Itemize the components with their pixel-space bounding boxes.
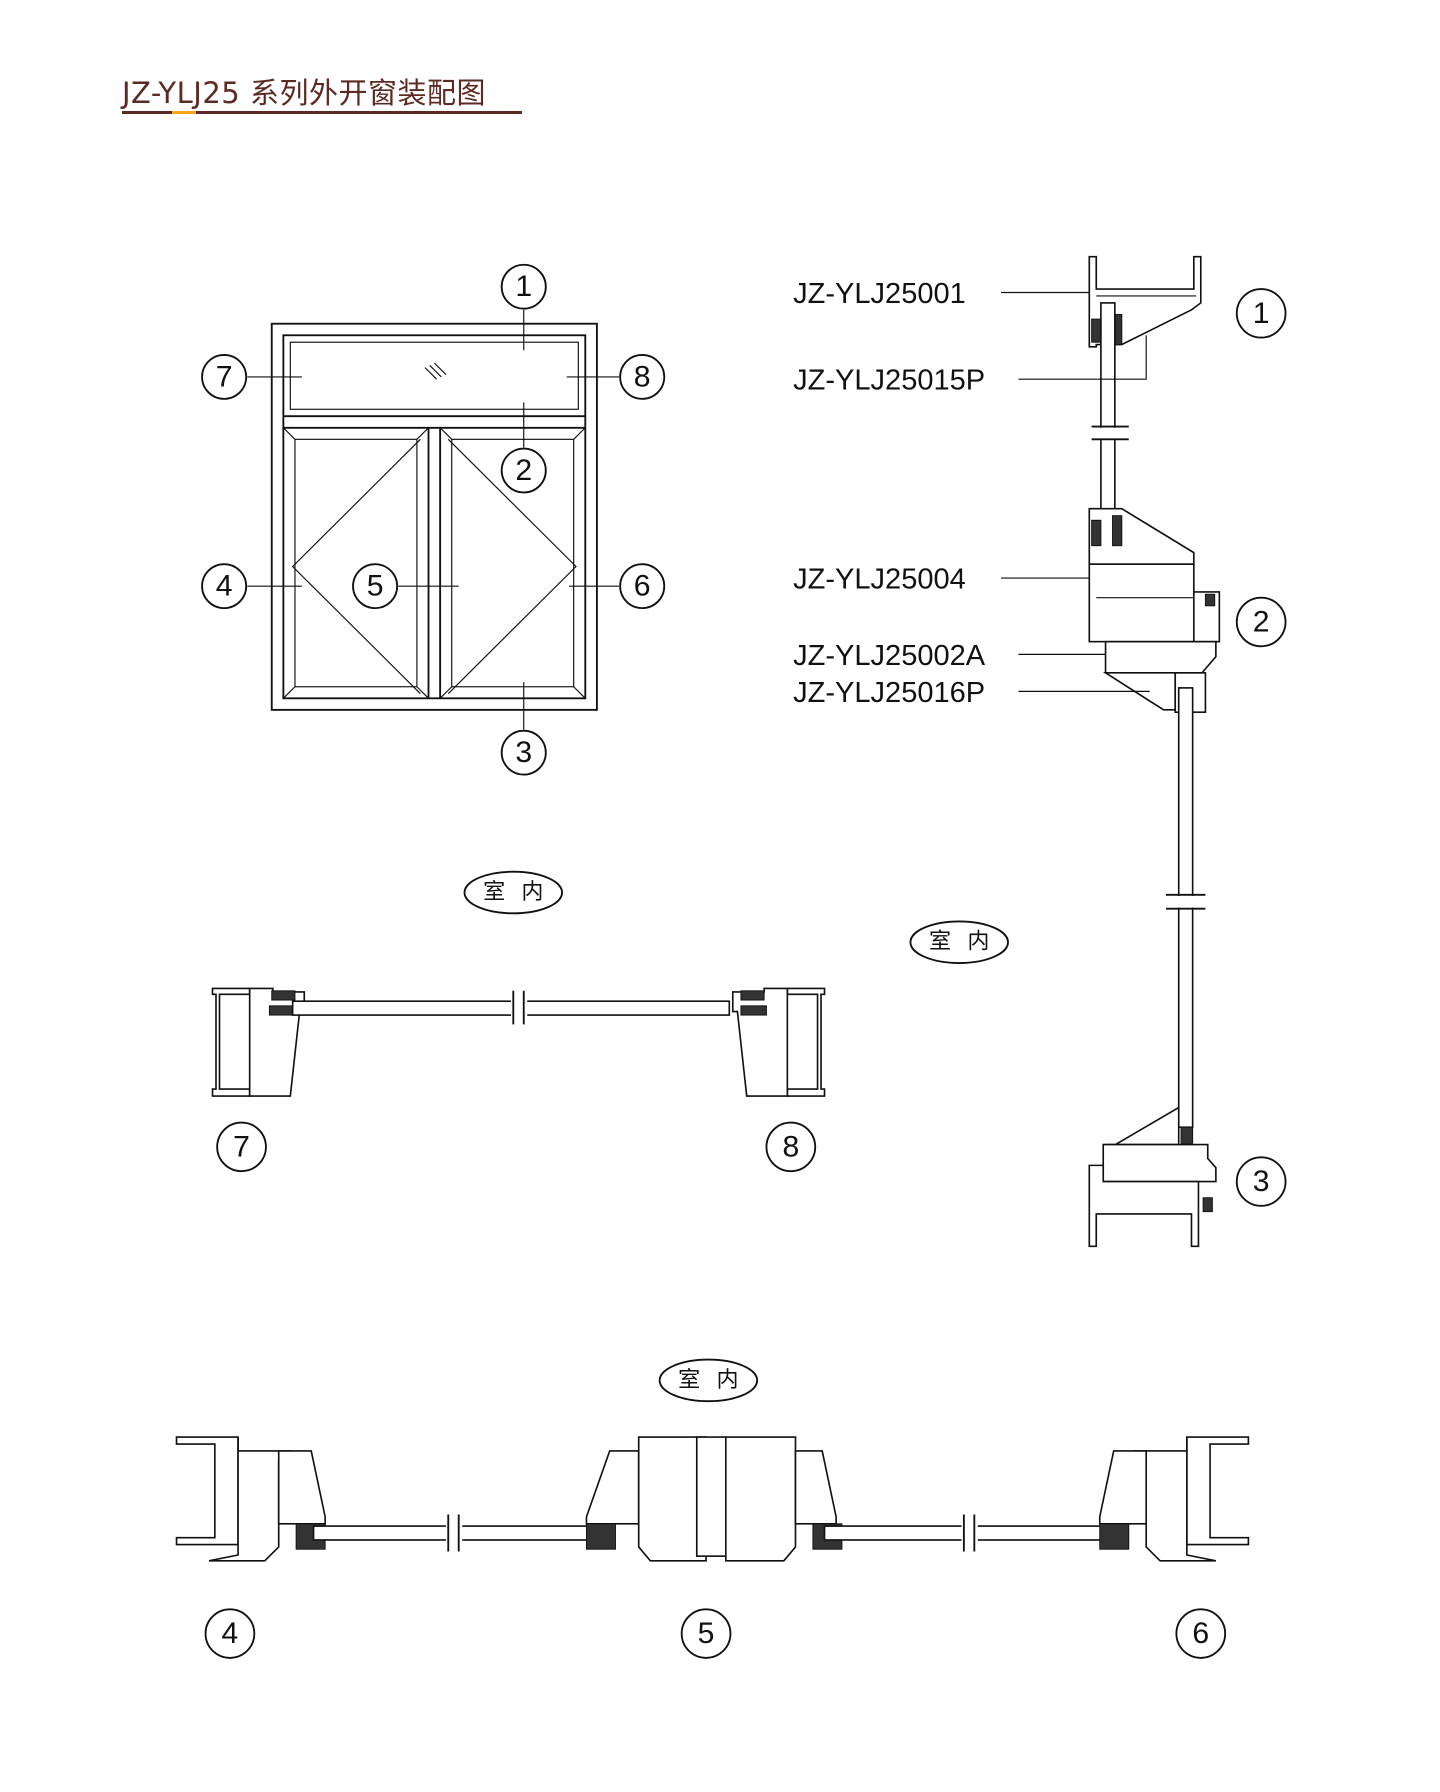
center-left-bead: [585, 1450, 640, 1525]
svg-text:4: 4: [216, 570, 233, 603]
bottom-sash-profile: [1102, 1143, 1217, 1183]
callout-5: 5: [680, 1608, 732, 1659]
svg-text:3: 3: [1253, 1165, 1270, 1198]
callout-4: 4: [204, 1608, 256, 1659]
left-frame-profile: [175, 1436, 239, 1546]
outer-frame: [270, 322, 598, 711]
svg-text:6: 6: [1192, 1617, 1209, 1650]
svg-text:3: 3: [515, 736, 532, 769]
left-frame-profile: [211, 987, 251, 1097]
svg-text:室 内: 室 内: [483, 880, 548, 905]
callout-7: 7: [201, 354, 248, 400]
title-underline: [122, 111, 522, 114]
inner-frame: [282, 334, 587, 700]
svg-text:室 内: 室 内: [678, 1368, 743, 1393]
svg-text:7: 7: [233, 1130, 250, 1163]
part-code-sash: JZ-YLJ25002A: [793, 640, 986, 672]
right-sash-opening-line: [447, 438, 577, 695]
sash-section: 4 5 6 室 内: [175, 1358, 1250, 1659]
page-title: JZ-YLJ25 系列外开窗装配图: [122, 76, 486, 110]
part-code-sash-bead: JZ-YLJ25016P: [793, 677, 985, 709]
right-frame-profile: [1186, 1436, 1250, 1546]
callout-2: 2: [500, 447, 547, 494]
center-left-sash: [637, 1436, 707, 1562]
right-frame-profile: [786, 987, 826, 1097]
callout-1: 1: [500, 263, 547, 310]
left-bead: [277, 1450, 326, 1525]
callout-1: 1: [1235, 288, 1287, 339]
center-right-bead: [794, 1450, 837, 1525]
svg-text:4: 4: [222, 1617, 239, 1650]
svg-text:5: 5: [367, 570, 384, 603]
part-code-bead: JZ-YLJ25015P: [793, 365, 985, 397]
callout-4: 4: [201, 563, 248, 610]
vertical-section: JZ-YLJ25001 JZ-YLJ25015P JZ-YLJ25004 JZ-…: [793, 255, 1287, 1248]
mullion-profile: [695, 1436, 727, 1557]
svg-text:5: 5: [698, 1617, 715, 1650]
upper-glass: [1100, 302, 1116, 522]
callout-8: 8: [765, 1121, 817, 1173]
transom-profile: [1088, 563, 1195, 643]
title-underline-accent: [172, 111, 196, 114]
callout-3: 3: [500, 729, 547, 776]
callout-8: 8: [619, 354, 666, 400]
callout-6: 6: [1175, 1608, 1227, 1659]
indoor-label: 室 内: [909, 920, 1009, 964]
part-code-transom: JZ-YLJ25004: [793, 564, 966, 596]
left-sash-opening-line: [291, 438, 421, 695]
callout-2: 2: [1235, 596, 1287, 648]
center-right-sash: [724, 1436, 797, 1562]
indoor-label: 室 内: [463, 870, 563, 915]
right-bead: [1098, 1450, 1148, 1525]
part-code-frame: JZ-YLJ25001: [793, 278, 966, 310]
sash-profile: [1104, 640, 1217, 674]
callout-7: 7: [216, 1121, 267, 1173]
svg-text:6: 6: [634, 570, 651, 603]
left-sash-glass: [294, 438, 418, 688]
svg-text:8: 8: [782, 1130, 799, 1163]
transom-section: 7 8 室 内: [211, 870, 826, 1173]
svg-text:室 内: 室 内: [929, 930, 994, 955]
svg-text:2: 2: [1253, 606, 1270, 639]
bottom-frame-profile: [1088, 1164, 1200, 1248]
right-sash-glass: [451, 438, 575, 688]
svg-text:7: 7: [216, 360, 233, 393]
callout-6: 6: [619, 563, 666, 610]
glass-mark-icon: [424, 362, 447, 380]
transom-glass: [289, 341, 579, 410]
callout-5: 5: [352, 563, 399, 610]
indoor-label: 室 内: [658, 1358, 759, 1403]
transom-bead: [1088, 507, 1195, 566]
svg-text:1: 1: [1253, 297, 1270, 330]
svg-text:2: 2: [515, 454, 532, 487]
callout-3: 3: [1235, 1156, 1287, 1207]
svg-text:8: 8: [634, 360, 651, 393]
svg-text:1: 1: [515, 270, 532, 303]
window-elevation: 1 2 3 4 5 6 7 8: [201, 263, 666, 776]
